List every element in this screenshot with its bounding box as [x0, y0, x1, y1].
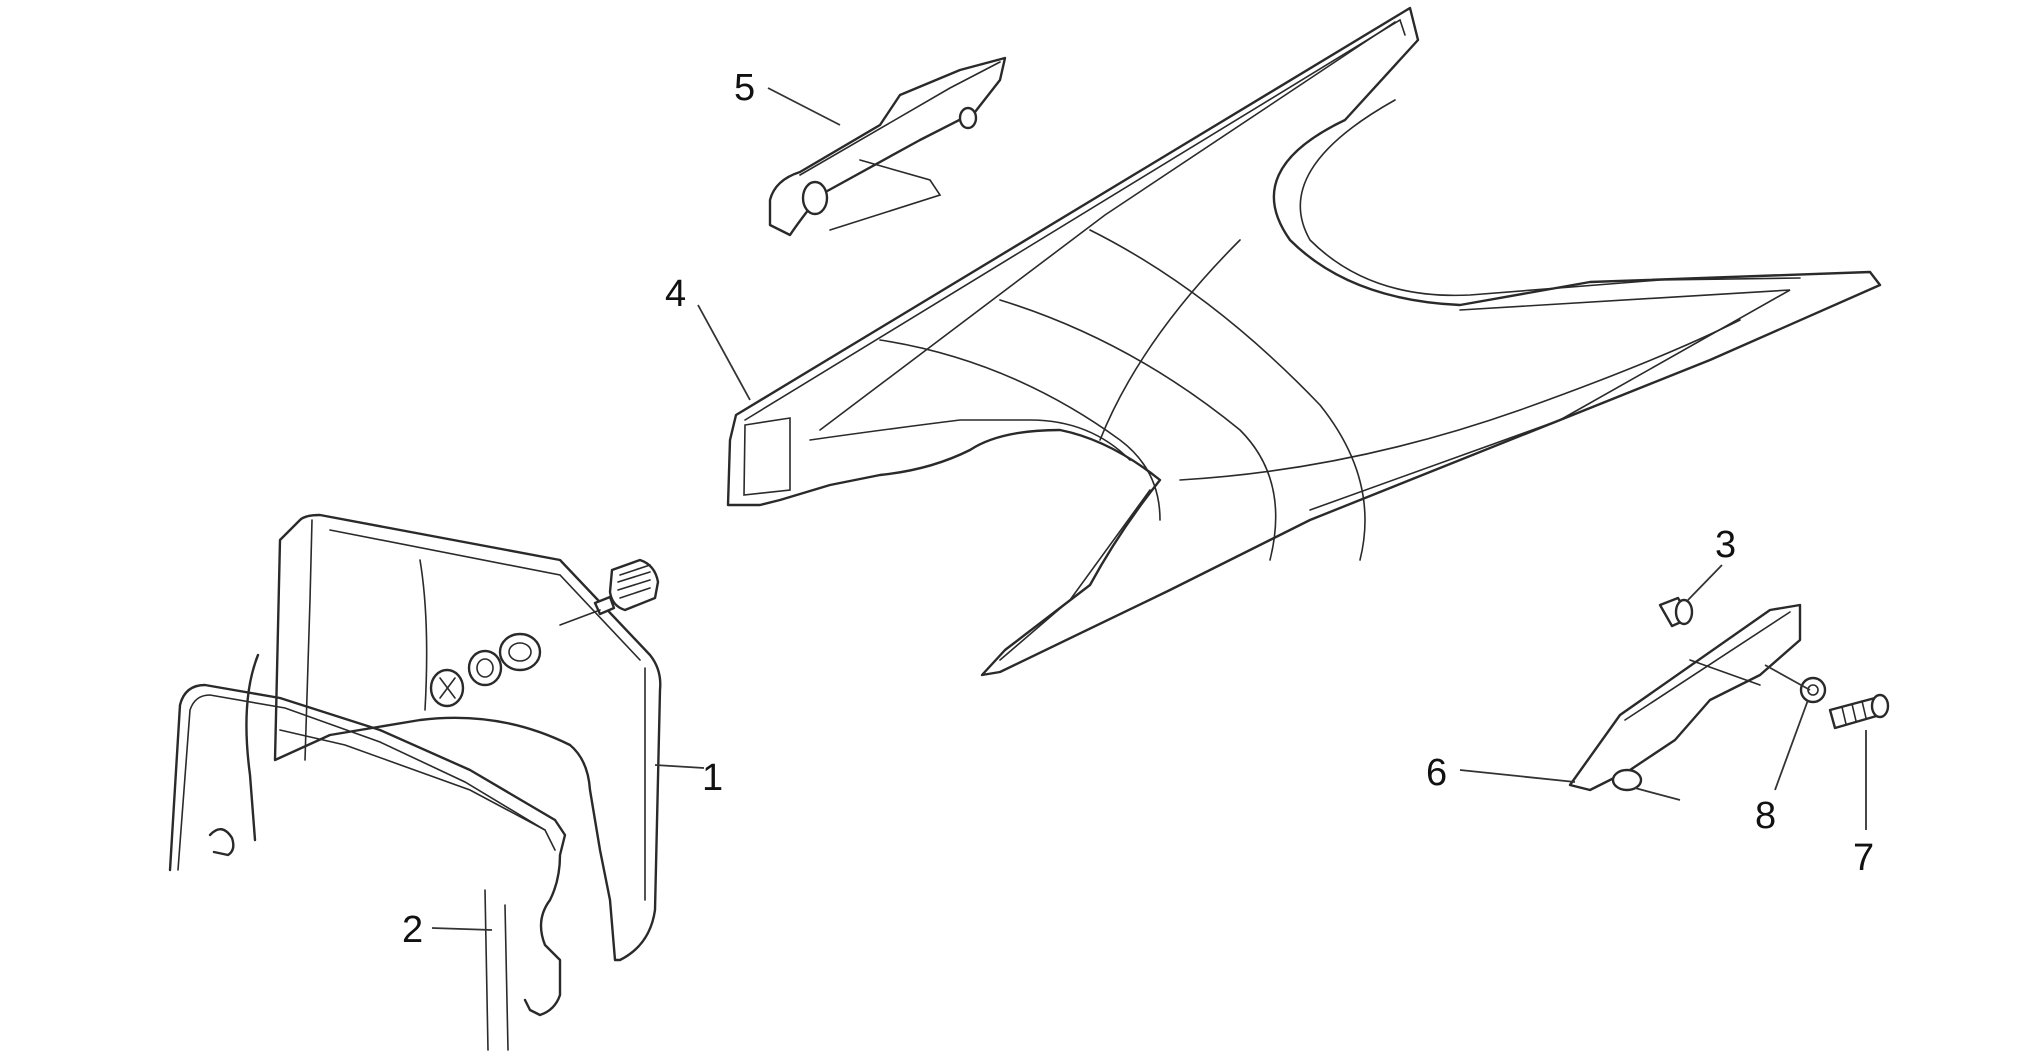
callout-6: 6 — [1426, 752, 1447, 794]
part-7-screw[interactable] — [1828, 693, 1890, 730]
leader-lines — [431, 87, 1867, 931]
part-6-side-trim[interactable] — [1568, 603, 1802, 792]
part-8-washer[interactable] — [1799, 676, 1827, 704]
part-3-spacer[interactable] — [1658, 596, 1694, 628]
callout-1: 1 — [702, 757, 723, 799]
part-4-floor-panel[interactable] — [726, 6, 1882, 677]
part-2-frame[interactable] — [168, 653, 567, 1051]
callout-2: 2 — [402, 909, 423, 951]
callout-3: 3 — [1715, 524, 1736, 566]
part-1-panel[interactable] — [273, 513, 662, 962]
callout-7: 7 — [1853, 837, 1874, 879]
callout-4: 4 — [665, 273, 686, 315]
part-5-bracket[interactable] — [768, 56, 1007, 237]
callout-8: 8 — [1755, 795, 1776, 837]
callout-5: 5 — [734, 67, 755, 109]
